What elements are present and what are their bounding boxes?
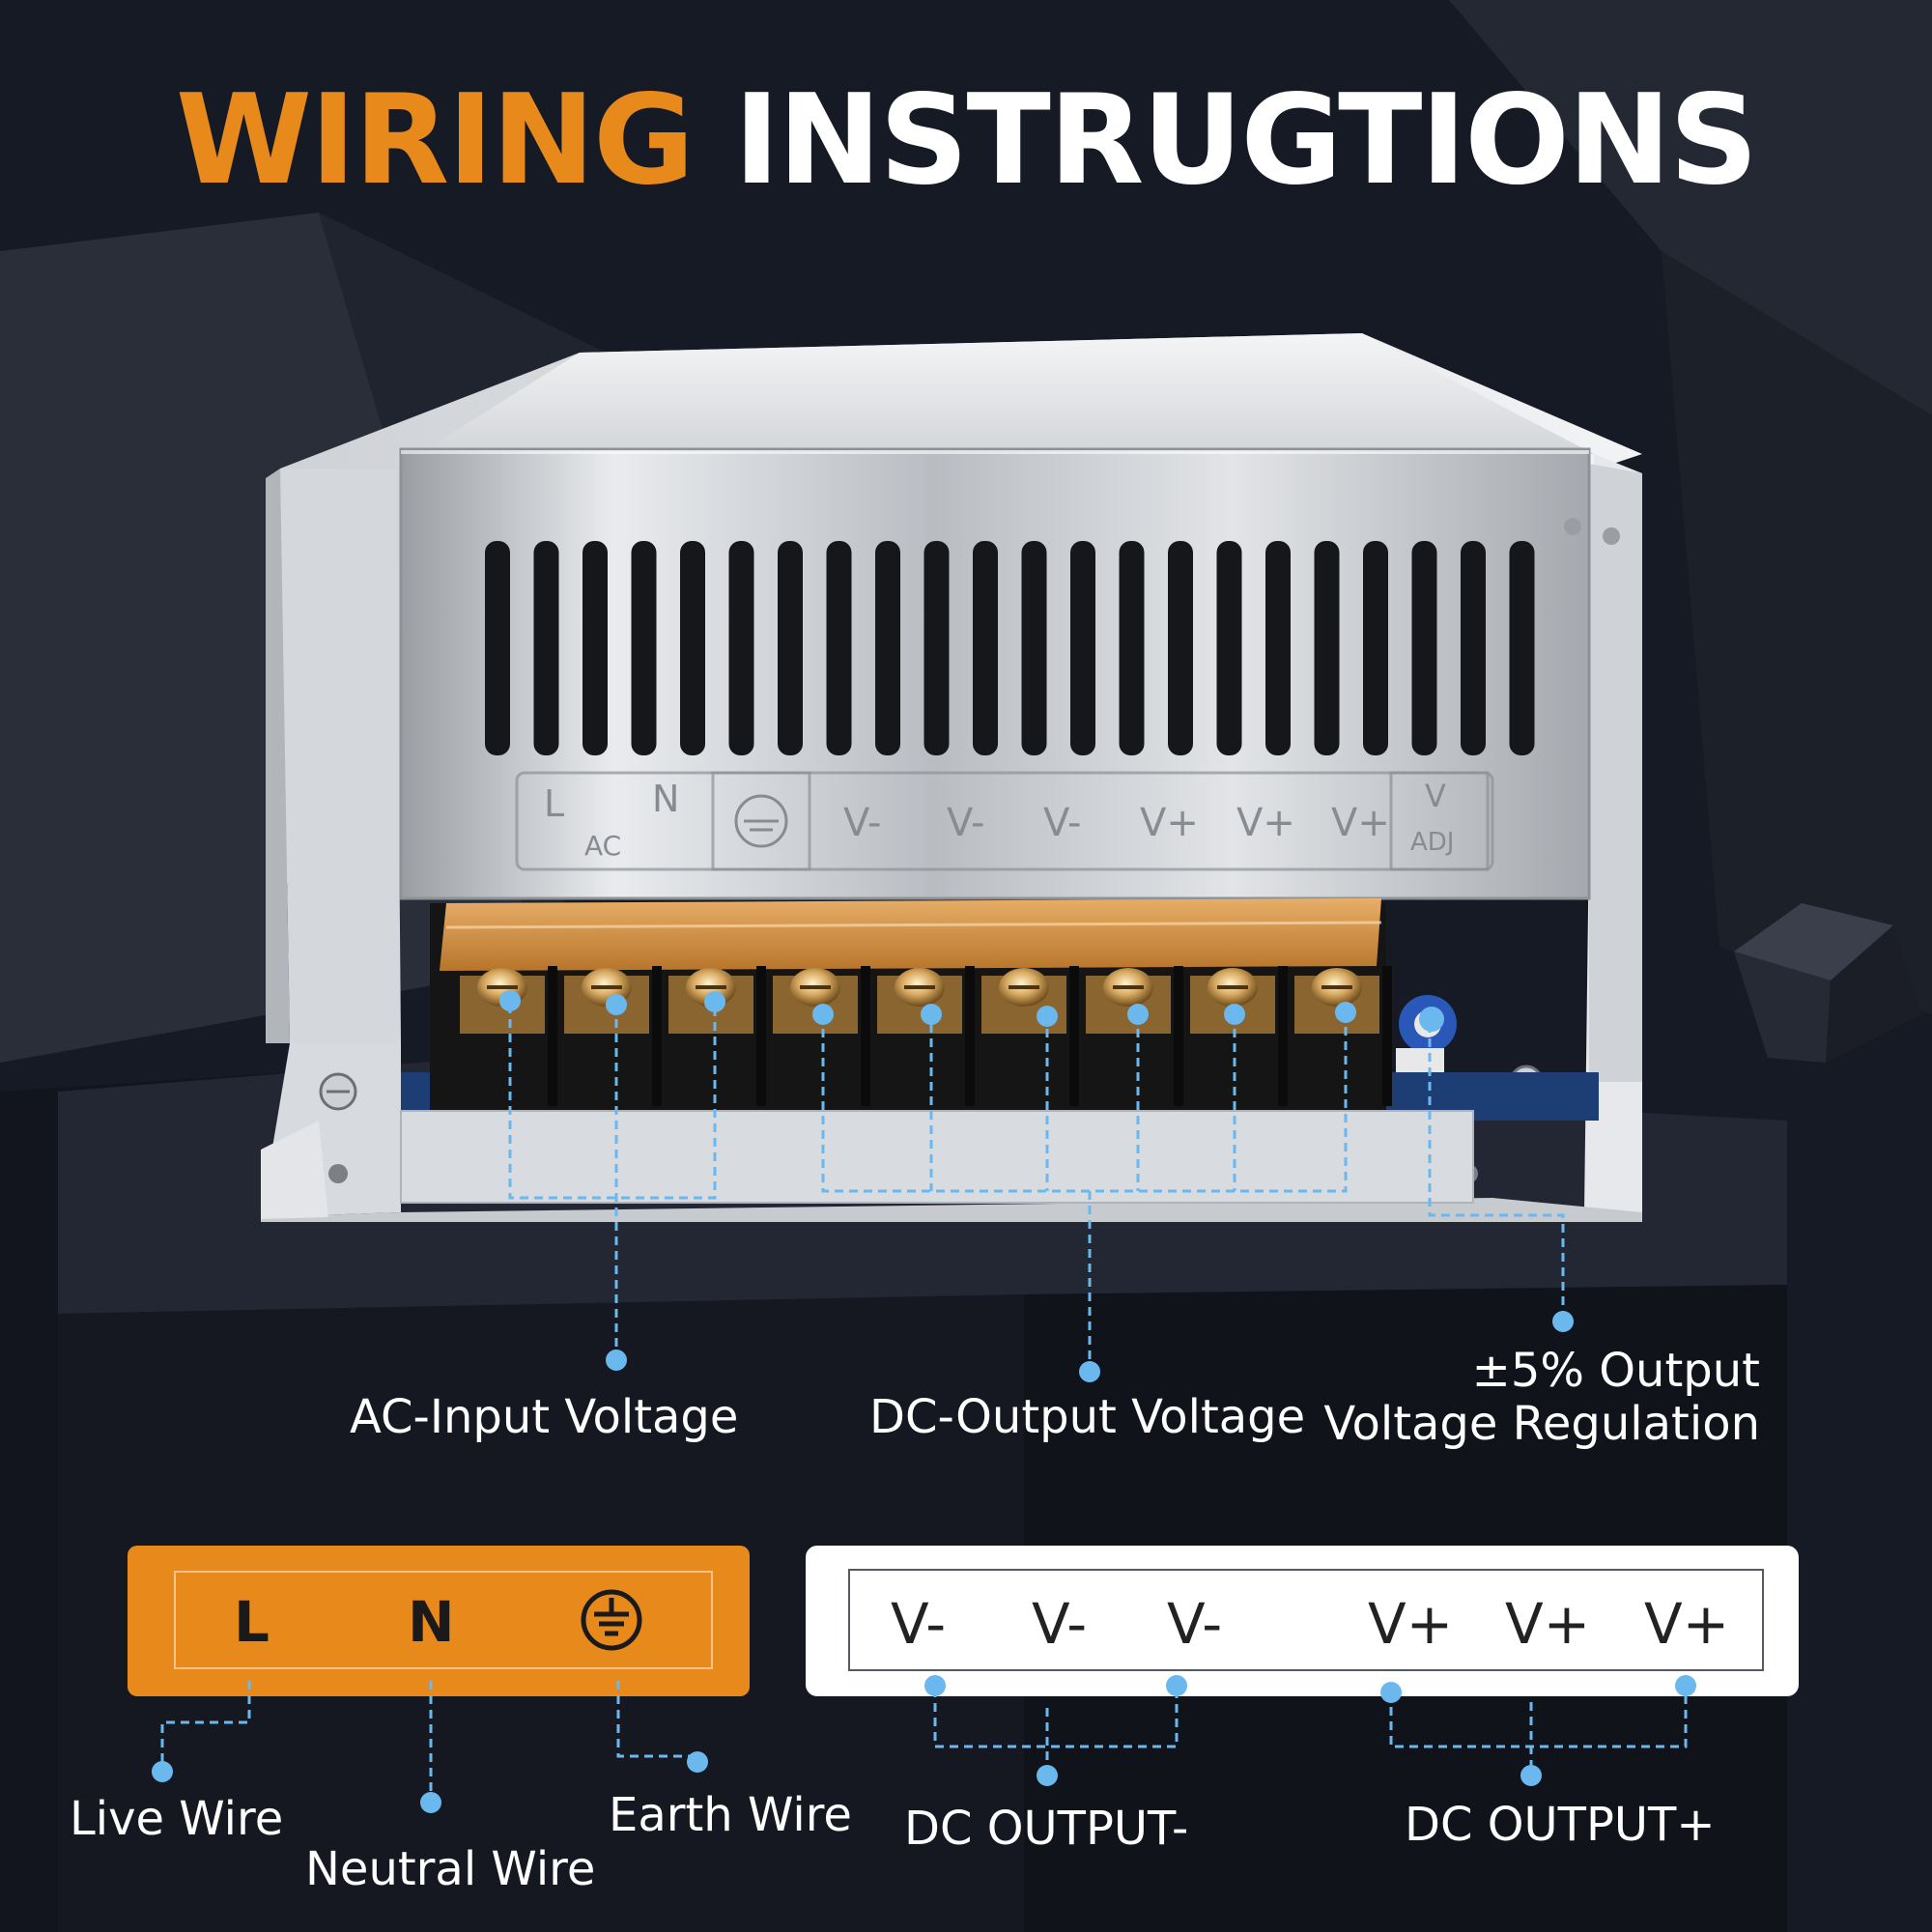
dc-terminal-v-minus-2: V- — [1032, 1591, 1088, 1657]
vent-slot — [1216, 541, 1242, 755]
terminal-screw — [981, 966, 1079, 1106]
voltage-regulation-line1: ±5% Output — [1471, 1344, 1760, 1398]
panel-marking-v1: V- — [843, 801, 881, 845]
vent-slot — [1070, 541, 1095, 755]
terminal-screw — [773, 966, 870, 1106]
dc-terminal-v-plus-1: V+ — [1368, 1591, 1454, 1657]
vent-slot — [680, 541, 705, 755]
vent-slot — [778, 541, 803, 755]
vent-slot — [1265, 541, 1291, 755]
vent-slot — [923, 541, 950, 755]
panel-marking-n: N — [652, 778, 679, 820]
vent-slot — [1411, 541, 1437, 755]
dc-terminal-legend: V- V- V- V+ V+ V+ — [806, 1546, 1799, 1696]
dc-output-negative-label: DC OUTPUT- — [904, 1802, 1189, 1856]
dc-terminal-legend-frame — [848, 1569, 1764, 1671]
vent-slot — [1168, 541, 1193, 755]
vent-slot — [973, 541, 998, 755]
dc-output-voltage-label: DC-Output Voltage — [869, 1390, 1306, 1444]
title-word-instrugtions: INSTRUGTIONS — [733, 69, 1759, 213]
vent-slot — [631, 541, 657, 755]
panel-marking-v: V — [1425, 778, 1446, 814]
panel-marking-v6: V+ — [1331, 801, 1390, 845]
live-wire-label: Live Wire — [70, 1792, 284, 1846]
ac-terminal-l: L — [234, 1589, 270, 1655]
vent-slot — [728, 541, 754, 755]
panel-marking-v2: V- — [947, 801, 984, 845]
voltage-regulation-label: ±5% Output Voltage Regulation — [1323, 1344, 1760, 1452]
vent-slot — [826, 541, 852, 755]
vent-slot — [485, 541, 510, 755]
dc-output-positive-label: DC OUTPUT+ — [1405, 1798, 1716, 1852]
ac-input-voltage-label: AC-Input Voltage — [350, 1390, 739, 1444]
vent-slot — [1509, 541, 1535, 755]
panel-marking-adj: ADJ — [1410, 828, 1454, 857]
neutral-wire-label: Neutral Wire — [305, 1842, 596, 1896]
vent-slot — [1314, 541, 1340, 755]
ac-terminal-legend-frame — [174, 1571, 713, 1669]
ac-terminal-legend: L N — [128, 1546, 750, 1696]
voltage-regulation-line2: Voltage Regulation — [1323, 1397, 1760, 1452]
terminal-screw — [877, 966, 975, 1106]
dc-terminal-v-plus-2: V+ — [1505, 1591, 1591, 1657]
dc-terminal-v-plus-3: V+ — [1644, 1591, 1730, 1657]
vent-slot — [582, 541, 608, 755]
title-word-wiring: WIRING — [175, 69, 695, 213]
vent-slot — [1461, 541, 1486, 755]
panel-marking-v3: V- — [1043, 801, 1081, 845]
terminal-screw — [1294, 966, 1392, 1106]
panel-marking-ac: AC — [584, 830, 621, 862]
vent-slot — [533, 541, 559, 755]
panel-marking-l: L — [544, 782, 564, 825]
page-title: WIRING INSTRUGTIONS — [0, 79, 1932, 203]
ac-terminal-n: N — [408, 1589, 455, 1655]
panel-marking-v4: V+ — [1140, 801, 1199, 845]
earth-ground-icon — [581, 1589, 642, 1651]
vent-slot — [1021, 541, 1047, 755]
vent-slot — [1119, 541, 1145, 755]
vent-slot — [1363, 541, 1388, 755]
vent-slot — [875, 541, 900, 755]
ventilation-slots — [485, 541, 1535, 755]
dc-terminal-v-minus-1: V- — [891, 1591, 947, 1657]
panel-marking-v5: V+ — [1236, 801, 1295, 845]
earth-wire-label: Earth Wire — [609, 1788, 852, 1842]
dc-terminal-v-minus-3: V- — [1167, 1591, 1223, 1657]
terminal-screw — [1086, 966, 1183, 1106]
